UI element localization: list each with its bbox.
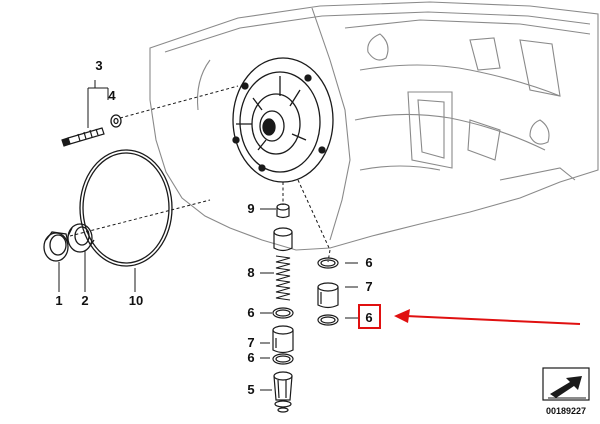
arrow-stamp-icon	[542, 367, 590, 401]
callout-leaders	[58, 80, 358, 391]
part-6-o-ring-lower	[272, 353, 294, 365]
callout-10: 10	[129, 293, 143, 308]
part-10-o-ring	[79, 149, 173, 267]
leader-lines	[69, 85, 331, 263]
highlight-box	[358, 304, 381, 329]
transmission-housing	[149, 1, 599, 251]
callout-2: 2	[81, 293, 88, 308]
part-3-bolt	[61, 127, 105, 147]
callout-6-highlighted: 6	[365, 310, 372, 325]
part-2-gasket	[67, 223, 95, 253]
valve-body-upper	[273, 227, 293, 252]
callout-7-right: 7	[365, 279, 372, 294]
callout-4: 4	[108, 88, 116, 103]
part-6-o-ring-right-upper	[317, 257, 339, 269]
callout-7-left: 7	[247, 335, 254, 350]
callout-1: 1	[55, 293, 62, 308]
part-8-spring	[275, 255, 291, 301]
callout-6-left-lower: 6	[247, 350, 254, 365]
part-7-sleeve-right	[317, 282, 339, 309]
highlight-arrow-head	[394, 309, 410, 323]
part-6-o-ring-right-lower	[317, 314, 339, 326]
callout-9: 9	[247, 201, 254, 216]
part-5-valve	[273, 371, 293, 413]
document-number: 00189227	[546, 406, 586, 416]
part-7-sleeve-left	[272, 325, 294, 354]
callout-5: 5	[247, 382, 254, 397]
oil-pump-assembly	[232, 57, 334, 183]
part-1-seal	[43, 231, 69, 262]
callout-6-left-upper: 6	[247, 305, 254, 320]
callout-6-right-upper: 6	[365, 255, 372, 270]
callout-3: 3	[95, 58, 102, 73]
highlighted-callout: 6	[358, 304, 581, 329]
part-9-plug	[276, 203, 290, 219]
part-6-o-ring-upper	[272, 307, 294, 319]
callout-8: 8	[247, 265, 254, 280]
highlight-arrow-line	[405, 315, 581, 325]
part-4-washer	[110, 114, 122, 128]
